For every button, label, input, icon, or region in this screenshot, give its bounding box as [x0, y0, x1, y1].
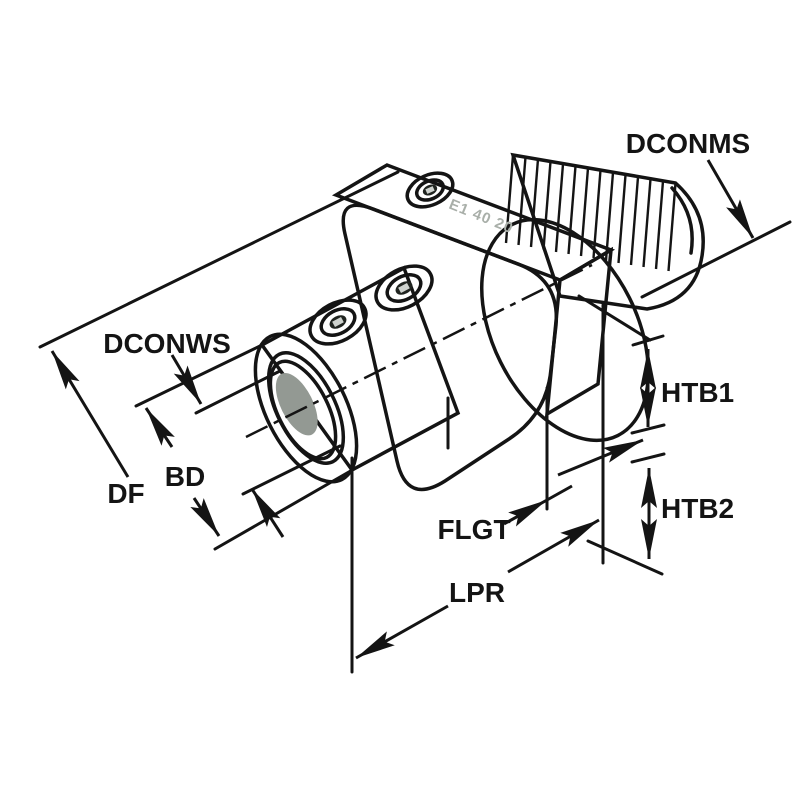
sleeve-screw-front-icon	[308, 298, 368, 346]
bar-sleeve	[253, 264, 461, 484]
shank-outline	[510, 152, 705, 311]
sleeve-screw-rear-icon	[374, 264, 434, 312]
ext-htb1-bottom-tick	[630, 423, 666, 435]
ext-htb2-top-tick	[630, 452, 666, 464]
dim-lpr-right	[507, 518, 600, 574]
rear-cylinder-boss	[479, 217, 651, 443]
dimension-lines	[50, 159, 755, 660]
dimension-labels: DCONMS DCONWS DF BD FLGT LPR HTB1 HTB2	[103, 128, 750, 608]
dim-df-line	[50, 350, 130, 478]
ext-bore-bottom	[241, 444, 342, 496]
sleeve-body	[259, 265, 461, 473]
label-lpr: LPR	[449, 577, 505, 608]
label-htb2: HTB2	[661, 493, 734, 524]
dim-dconms-line	[706, 159, 755, 239]
label-df: DF	[107, 478, 144, 509]
label-bd: BD	[165, 461, 205, 492]
ext-shank-bottom	[640, 220, 792, 299]
label-htb1: HTB1	[661, 377, 734, 408]
flange-block: E1 40 20	[331, 163, 616, 492]
ext-htb2-bottom-tick	[586, 539, 664, 576]
flange-front-face	[341, 203, 559, 492]
extension-lines	[38, 170, 792, 674]
ext-df-flange-corner	[38, 170, 400, 349]
centerline	[245, 263, 593, 439]
dim-center-reference-arrow	[557, 438, 644, 477]
flange-screw-icon	[405, 171, 455, 209]
ext-htb1-top-tick	[631, 334, 665, 347]
label-flgt: FLGT	[437, 514, 510, 545]
dim-flgt-line	[503, 498, 548, 527]
label-dconms: DCONMS	[626, 128, 750, 159]
dim-bd-lower-arrow	[190, 497, 221, 537]
dim-dconws-upper-arrow	[170, 354, 203, 405]
label-dconws: DCONWS	[103, 328, 231, 359]
dim-lpr-left	[355, 604, 449, 660]
shank-serrations	[504, 154, 677, 272]
ext-bore-top	[194, 369, 282, 415]
shank-end-rim	[670, 186, 694, 255]
dim-dconws-lower-arrow	[250, 488, 285, 538]
ext-htb1-top-feed	[577, 294, 652, 342]
dim-bd-upper-arrow	[144, 407, 175, 448]
ext-sleeve-bottom	[213, 467, 356, 551]
serrated-shank	[504, 152, 705, 311]
dim-flgt-tail	[546, 484, 573, 502]
